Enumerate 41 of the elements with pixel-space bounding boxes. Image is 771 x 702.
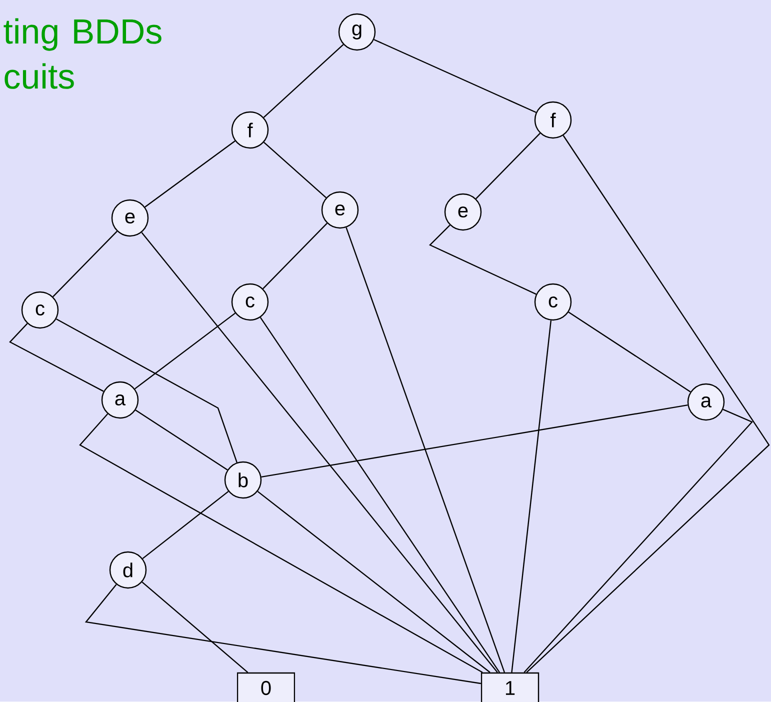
connector-line bbox=[261, 404, 688, 478]
variable-node: a bbox=[101, 381, 139, 419]
terminal-box: 0 bbox=[236, 672, 296, 702]
connector-line bbox=[346, 227, 506, 673]
variable-node: c bbox=[21, 291, 59, 329]
variable-node: c bbox=[231, 283, 269, 321]
variable-node: a bbox=[687, 383, 725, 421]
variable-node: g bbox=[338, 13, 376, 51]
connector-line bbox=[79, 414, 483, 673]
connector-line bbox=[524, 408, 754, 673]
connector-line bbox=[428, 224, 536, 295]
connector-line bbox=[263, 44, 344, 118]
connector-line bbox=[374, 39, 536, 113]
connector-line bbox=[476, 132, 540, 200]
variable-node: c bbox=[534, 283, 572, 321]
connector-line bbox=[135, 410, 228, 470]
connector-line bbox=[260, 317, 500, 673]
variable-node: d bbox=[109, 551, 147, 589]
variable-node: e bbox=[111, 199, 149, 237]
connector-line bbox=[144, 140, 236, 208]
connector-line bbox=[134, 312, 236, 390]
title: ting BDDs cuits bbox=[4, 18, 162, 89]
variable-node: f bbox=[231, 111, 269, 149]
connector-line bbox=[84, 584, 481, 684]
connector-line bbox=[511, 320, 552, 672]
connector-line bbox=[257, 490, 490, 673]
connector-line bbox=[142, 582, 248, 673]
variable-node: e bbox=[444, 193, 482, 231]
connector-line bbox=[568, 312, 691, 392]
connector-line bbox=[526, 135, 770, 673]
variable-node: e bbox=[321, 191, 359, 229]
variable-node: f bbox=[534, 101, 572, 139]
connector-line bbox=[262, 222, 328, 290]
connector-line bbox=[264, 142, 326, 198]
terminal-box: 1 bbox=[480, 672, 540, 702]
connector-line bbox=[9, 323, 104, 392]
connector-line bbox=[56, 318, 238, 463]
connector-line bbox=[142, 490, 229, 560]
connector-line bbox=[141, 232, 498, 673]
connector-line bbox=[52, 230, 118, 298]
variable-node: b bbox=[224, 461, 262, 499]
